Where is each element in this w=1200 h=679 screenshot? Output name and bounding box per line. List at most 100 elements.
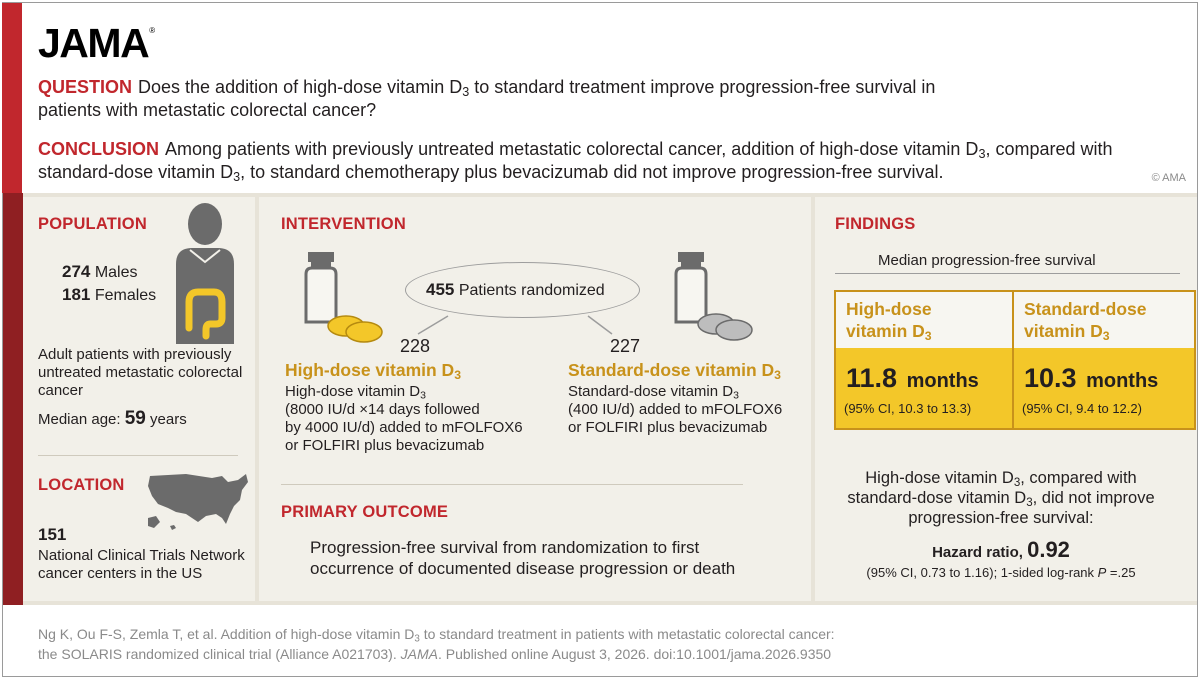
citation-line-1-sub: 3 — [414, 633, 420, 645]
logo-registered-mark: ® — [149, 26, 155, 35]
median-age-unit: years — [150, 411, 187, 428]
high-dose-result-head-2-text: vitamin D — [846, 321, 925, 341]
standard-dose-result-head-2-sub: 3 — [1102, 329, 1110, 344]
findings-conclusion-line-1: High-dose vitamin D3, compared with — [826, 468, 1176, 489]
us-map-icon — [148, 474, 248, 530]
conclusion-text-c: , to standard chemotherapy plus bevacizu… — [240, 162, 944, 182]
randomized-text: Patients randomized — [458, 282, 605, 299]
standard-dose-count: 227 — [610, 336, 641, 356]
high-dose-result-head-1: High-dose — [846, 299, 932, 319]
header-accent-bar — [2, 3, 22, 193]
randomization-connectors — [417, 315, 613, 335]
findings-subtitle-rule — [835, 273, 1180, 274]
randomized-label: 455 Patients randomized — [426, 280, 605, 300]
citation-line-2-b: . Published online August 3, 2026. doi:1… — [437, 646, 832, 662]
high-dose-desc-3: by 4000 IU/d) added to mFOLFOX6 — [285, 419, 523, 436]
intervention-title: INTERVENTION — [281, 215, 406, 233]
conclusion-label: CONCLUSION — [38, 139, 159, 159]
high-dose-vial-icon — [304, 252, 383, 343]
citation-line-1-b: to standard treatment in patients with m… — [419, 626, 835, 642]
standard-dose-result-head-1: Standard-dose — [1024, 299, 1147, 319]
conclusion-text-b: , compared with standard-dose vitamin D — [38, 139, 1113, 182]
citation-line-1-a: Ng K, Ou F-S, Zemla T, et al. Addition o… — [38, 626, 415, 642]
high-dose-desc-1-text: High-dose vitamin D — [285, 383, 421, 400]
jama-logo: JAMA® — [38, 20, 155, 67]
standard-dose-result-head: Standard-dose vitamin D3 — [1024, 298, 1147, 342]
findings-conclusion-sub-a: 3 — [1013, 476, 1021, 489]
randomized-count: 455 — [426, 280, 455, 299]
population-title: POPULATION — [38, 215, 147, 233]
median-age-line: Median age: 59 years — [38, 408, 187, 429]
hazard-ratio-ci-b: =.25 — [1106, 565, 1136, 580]
standard-dose-result-head-2-text: vitamin D — [1024, 321, 1103, 341]
high-dose-arm-title: High-dose vitamin D3 — [285, 360, 461, 381]
conclusion-sub-a: 3 — [978, 147, 986, 162]
standard-dose-ci: (95% CI, 9.4 to 12.2) — [1022, 401, 1142, 416]
band-accent-bar — [3, 193, 23, 605]
intervention-divider — [281, 484, 743, 485]
findings-conclusion-line-2: standard-dose vitamin D3, did not improv… — [826, 488, 1176, 509]
primary-outcome-line-2: occurrence of documented disease progres… — [310, 559, 736, 578]
standard-dose-desc-1: Standard-dose vitamin D3 — [568, 383, 739, 401]
males-label: Males — [94, 264, 138, 281]
hazard-ratio-value: 0.92 — [1027, 537, 1070, 562]
high-dose-result-head-2: vitamin D3 — [846, 320, 932, 342]
citation-line-1: Ng K, Ou F-S, Zemla T, et al. Addition o… — [38, 624, 1168, 644]
location-count-value: 151 — [38, 525, 67, 544]
conclusion-block: CONCLUSION Among patients with previously… — [38, 138, 1138, 184]
findings-conclusion-line-3: progression-free survival: — [908, 509, 1094, 527]
standard-dose-arm-title-sub: 3 — [774, 368, 781, 383]
randomized-ellipse — [405, 262, 640, 318]
high-dose-desc-1-sub: 3 — [420, 389, 426, 402]
females-count: 181 — [62, 285, 91, 304]
males-line: 274 Males — [62, 263, 138, 282]
question-label: QUESTION — [38, 77, 133, 97]
standard-dose-arm-title-text: Standard-dose vitamin D — [568, 360, 775, 380]
hazard-ratio: Hazard ratio, 0.92 — [826, 537, 1176, 563]
high-dose-desc-4: or FOLFIRI plus bevacizumab — [285, 437, 485, 454]
standard-dose-arm-title: Standard-dose vitamin D3 — [568, 360, 781, 381]
standard-dose-desc-1-sub: 3 — [733, 389, 739, 402]
conclusion-text-a: Among patients with previously untreated… — [165, 139, 979, 159]
standard-dose-vial-icon — [674, 252, 753, 341]
females-line: 181 Females — [62, 286, 156, 305]
copyright-notice: © AMA — [1151, 172, 1186, 184]
hazard-ratio-ci-a: (95% CI, 0.73 to 1.16); 1-sided log-rank — [866, 565, 1098, 580]
primary-outcome-line-1: Progression-free survival from randomiza… — [310, 538, 700, 557]
location-title: LOCATION — [38, 476, 125, 494]
females-label: Females — [94, 287, 157, 304]
high-dose-result-box: High-dose vitamin D3 11.8 months (95% CI… — [834, 290, 1018, 430]
median-age-value: 59 — [124, 408, 146, 429]
citation-journal: JAMA — [400, 646, 438, 662]
question-text-a: Does the addition of high-dose vitamin D — [138, 77, 463, 97]
standard-dose-desc-2: (400 IU/d) added to mFOLFOX6 — [568, 401, 783, 418]
population-divider — [38, 455, 238, 456]
high-dose-arm-title-sub: 3 — [454, 368, 462, 383]
citation: Ng K, Ou F-S, Zemla T, et al. Addition o… — [38, 624, 1168, 664]
standard-dose-desc-3: or FOLFIRI plus bevacizumab — [568, 419, 768, 436]
logo-text: JAMA — [38, 20, 150, 66]
findings-conclusion-c: standard-dose vitamin D — [847, 489, 1027, 507]
high-dose-median: 11.8 months — [846, 363, 979, 394]
question-text-b: to standard treatment improve progressio… — [38, 77, 936, 120]
findings-title: FINDINGS — [835, 215, 916, 233]
citation-line-2: the SOLARIS randomized clinical trial (A… — [38, 644, 1168, 664]
location-description: National Clinical Trials Network cancer … — [38, 547, 245, 582]
standard-dose-result-fill: 10.3 months (95% CI, 9.4 to 12.2) — [1014, 348, 1194, 428]
median-age-label: Median age: — [38, 411, 121, 428]
high-dose-result-head: High-dose vitamin D3 — [846, 298, 932, 342]
standard-dose-median-value: 10.3 — [1024, 363, 1077, 393]
standard-dose-desc-1-text: Standard-dose vitamin D — [568, 383, 734, 400]
standard-dose-result-head-2: vitamin D3 — [1024, 320, 1147, 342]
question-sub: 3 — [462, 85, 470, 100]
hazard-ratio-p-symbol: P — [1097, 565, 1107, 580]
high-dose-count: 228 — [400, 336, 431, 356]
high-dose-result-head-2-sub: 3 — [924, 329, 932, 344]
population-description: Adult patients with previously untreated… — [38, 346, 243, 399]
high-dose-arm-title-text: High-dose vitamin D — [285, 360, 455, 380]
findings-conclusion: High-dose vitamin D3, compared with stan… — [826, 468, 1176, 528]
location-count: 151 — [38, 526, 66, 545]
high-dose-median-value: 11.8 — [846, 363, 898, 393]
citation-line-2-a: the SOLARIS randomized clinical trial (A… — [38, 646, 401, 662]
